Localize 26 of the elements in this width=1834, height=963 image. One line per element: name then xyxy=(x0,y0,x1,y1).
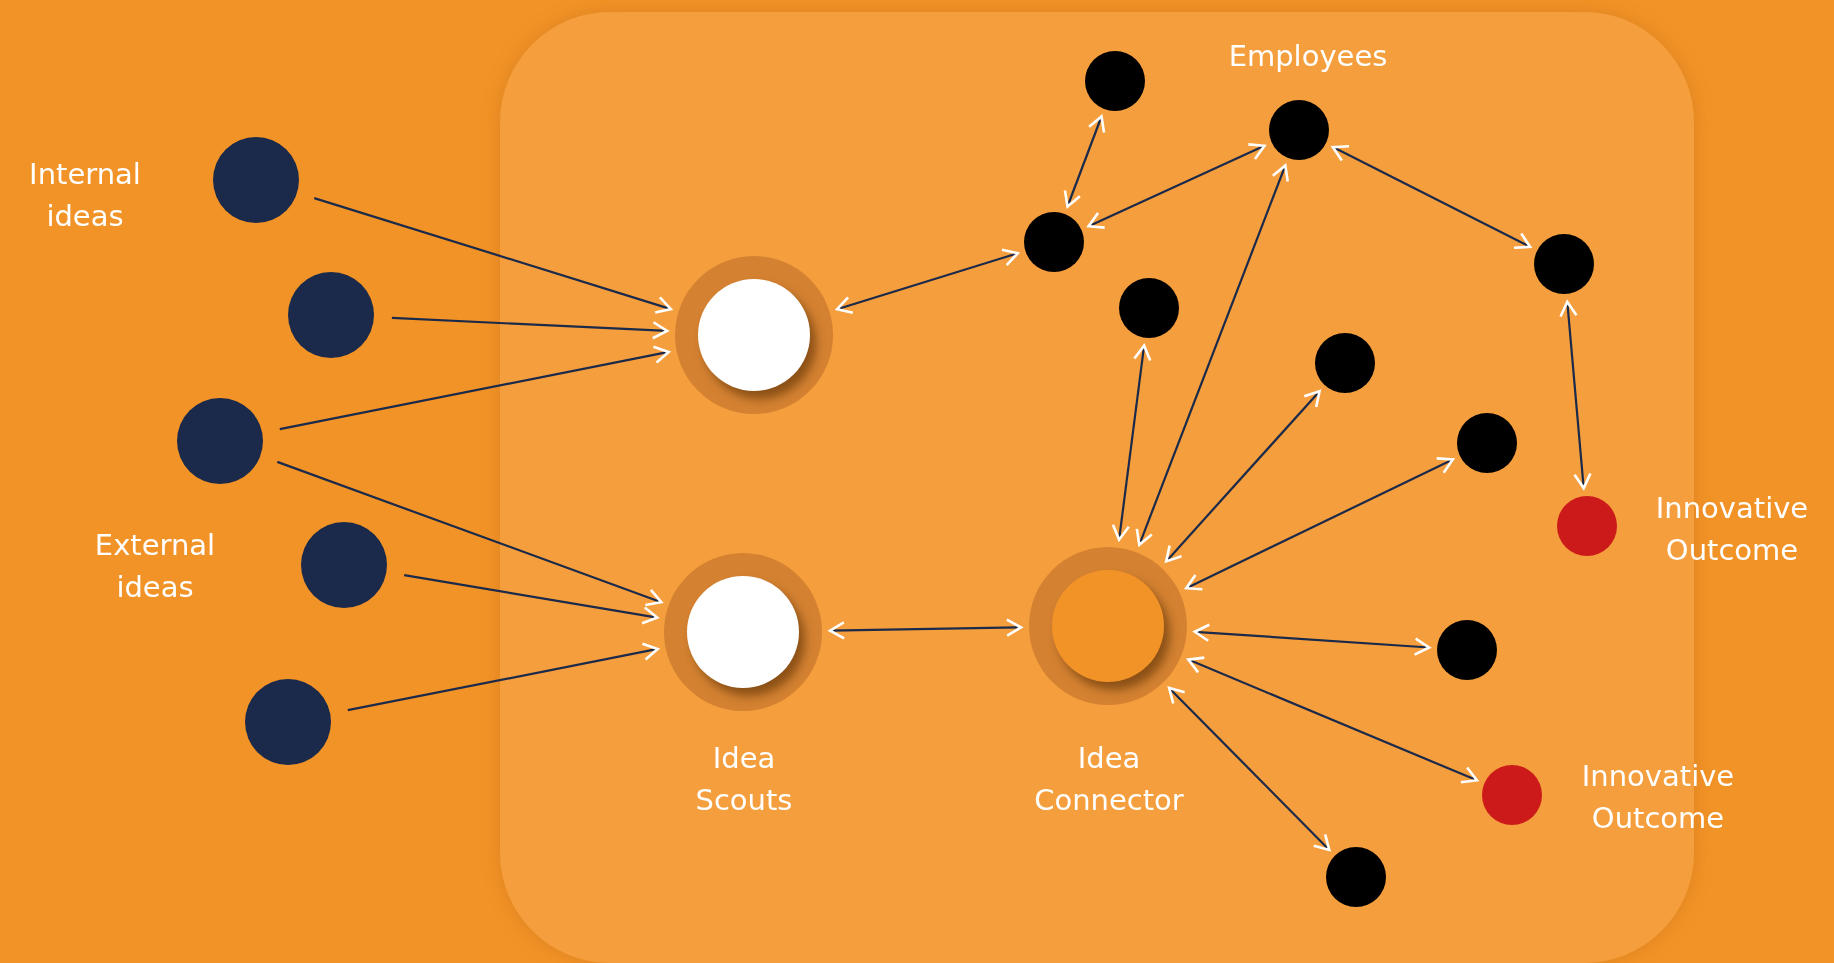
node-caption: Innovative Outcome xyxy=(1654,490,1810,569)
arrow xyxy=(279,345,670,431)
arrow xyxy=(313,197,673,314)
arrow xyxy=(404,574,659,625)
node-caption: Innovative Outcome xyxy=(1580,758,1736,837)
arrow xyxy=(1111,344,1152,541)
arrow xyxy=(1331,145,1532,249)
arrow xyxy=(835,248,1019,314)
arrow xyxy=(276,460,663,607)
arrow xyxy=(1063,115,1106,208)
node-caption: Idea Connector xyxy=(1033,740,1185,819)
arrow xyxy=(347,642,659,712)
arrow xyxy=(391,316,669,340)
arrow xyxy=(1135,164,1290,547)
arrow xyxy=(1193,623,1431,656)
arrow xyxy=(1187,656,1479,784)
arrow xyxy=(1559,300,1592,490)
arrow xyxy=(1167,686,1331,852)
arrow xyxy=(1185,457,1455,591)
arrow xyxy=(1164,389,1321,563)
group-label: External ideas xyxy=(93,527,217,606)
group-label: Employees xyxy=(1227,38,1389,75)
arrow xyxy=(828,618,1023,640)
arrow xyxy=(1087,143,1266,229)
group-label: Idea Scouts xyxy=(694,740,794,819)
group-label: Internal ideas xyxy=(28,156,142,235)
